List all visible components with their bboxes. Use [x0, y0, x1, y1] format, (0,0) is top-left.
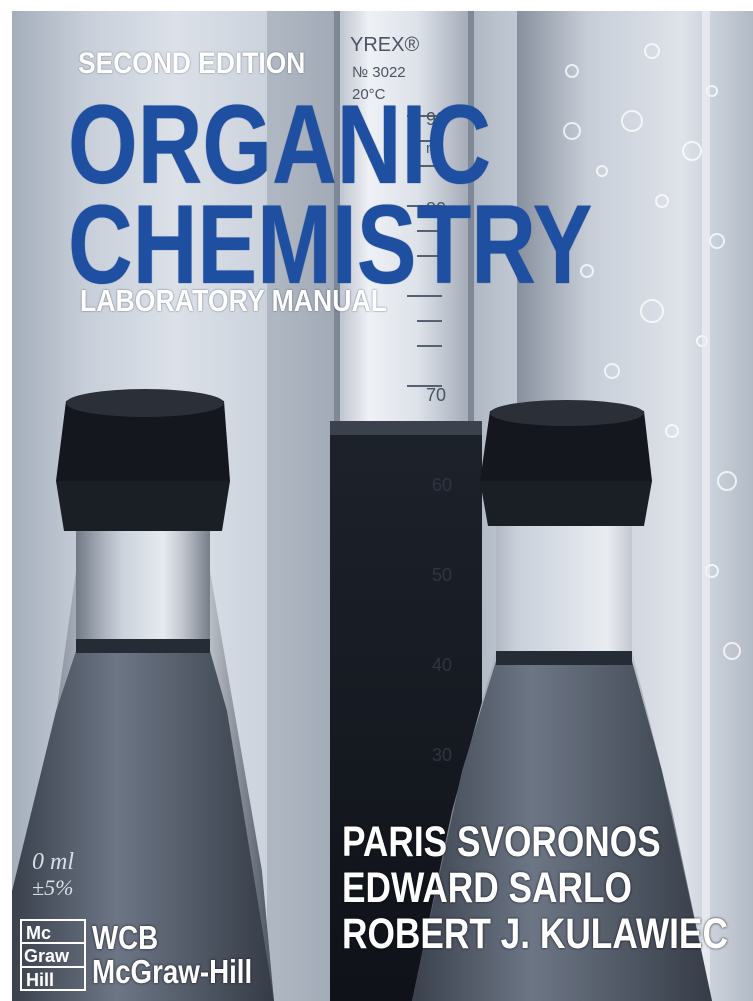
cylinder-mark-50: 50 [432, 565, 452, 585]
cylinder-graduations [407, 115, 442, 387]
author-name: ROBERT J. KULAWIEC [342, 910, 728, 958]
svg-text:Graw: Graw [24, 946, 70, 966]
bubbles [563, 43, 741, 660]
publisher-wcb: WCB [92, 919, 159, 956]
cylinder-temp: 20°C [352, 86, 386, 103]
edition-label: SECOND EDITION [78, 47, 306, 80]
publisher-imprint: WCB McGraw-Hill [92, 921, 283, 989]
publisher-mcgraw-hill: McGraw-Hill [92, 953, 253, 990]
title-line-chemistry: CHEMISTRY [68, 182, 593, 307]
cylinder-mark-80: 80 [426, 199, 446, 219]
subtitle-laboratory-manual: LABORATORY MANUAL [80, 283, 388, 318]
svg-text:Mc: Mc [26, 923, 51, 943]
author-name: EDWARD SARLO [342, 864, 632, 912]
cylinder-mark-90: 90 [426, 109, 446, 129]
book-cover: YREX® № 3022 20°C ml 90 80 70 60 50 40 3… [12, 11, 753, 1001]
author-name: PARIS SVORONOS [342, 818, 661, 866]
title-line-organic: ORGANIC [68, 82, 492, 207]
cylinder-mark-30: 30 [432, 745, 452, 765]
flask-left-volume: 0 ml [32, 849, 74, 875]
cylinder-mark-40: 40 [432, 655, 452, 675]
cylinder-unit: ml [426, 140, 442, 157]
lab-glassware-photo: YREX® № 3022 20°C ml 90 80 70 60 50 40 3… [12, 11, 753, 1001]
svg-text:Hill: Hill [26, 970, 54, 990]
cylinder-model: № 3022 [352, 64, 406, 81]
cylinder-brand: YREX® [350, 34, 419, 56]
mcgraw-hill-logo-icon: Mc Graw Hill [20, 919, 86, 991]
cylinder-mark-60: 60 [432, 475, 452, 495]
flask-left-tolerance: ±5% [32, 875, 73, 900]
cylinder-mark-70: 70 [426, 385, 446, 405]
author-list: PARIS SVORONOS EDWARD SARLO ROBERT J. KU… [342, 819, 753, 957]
